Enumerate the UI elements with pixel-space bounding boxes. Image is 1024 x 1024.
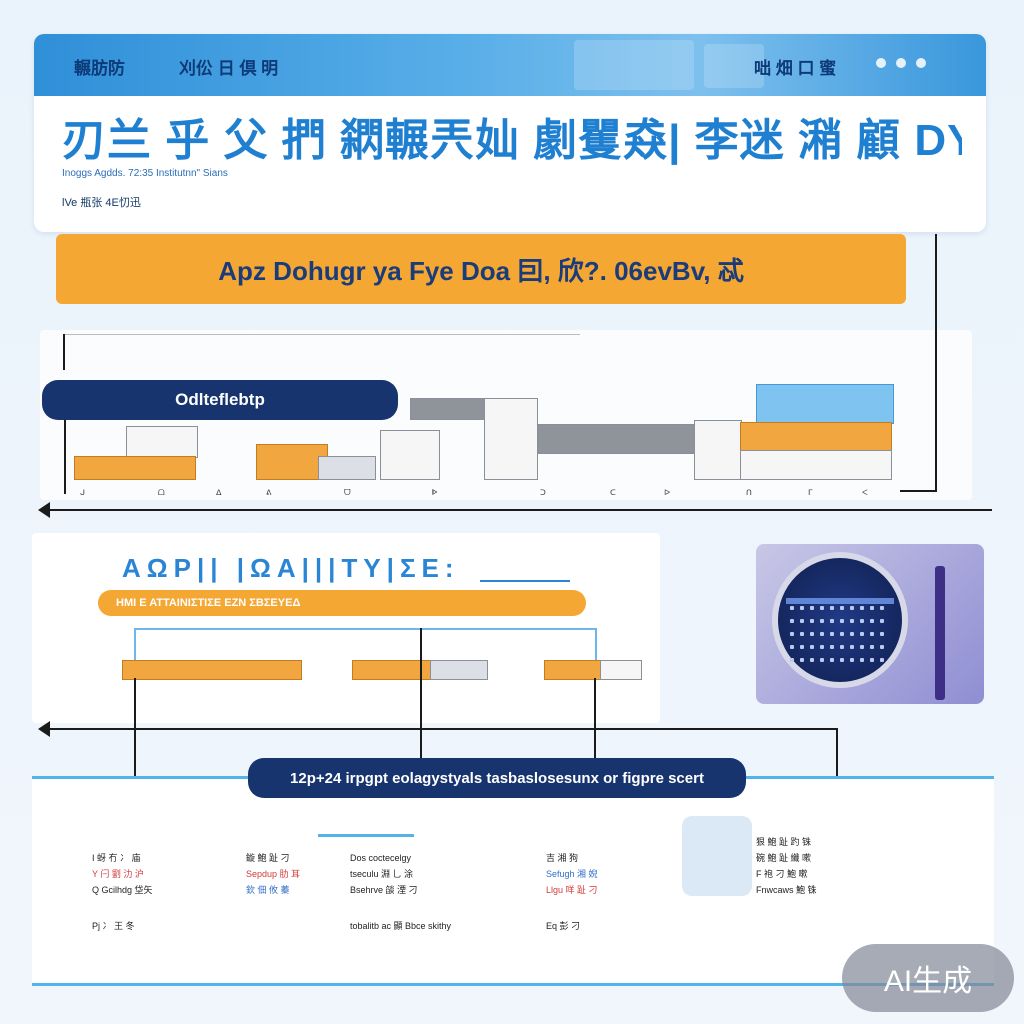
left-vertical-line	[64, 414, 66, 494]
top-right-label: 咄 畑 口 蜜	[754, 59, 837, 78]
column-line: 吉 湘 狗	[546, 853, 579, 863]
application-module	[600, 660, 642, 680]
headline-banner: Apz Dohugr ya Fye Doa 囙, 欣?. 06evBv, 忒	[56, 234, 906, 304]
station-label: ᒥ	[808, 488, 813, 497]
column-line: 狠 鮑 趾 趵 铢	[756, 837, 812, 847]
connector-drop-line	[594, 678, 596, 818]
arrow-left-icon	[38, 721, 50, 737]
machine-unit	[318, 456, 376, 480]
right-connector-line	[900, 490, 937, 492]
machine-unit	[256, 444, 328, 480]
station-label: ᐅ	[664, 488, 671, 497]
station-label: ᑎ	[746, 488, 752, 497]
bracket-line	[134, 628, 596, 630]
column-line: Sefugh 湘 婗	[546, 869, 598, 879]
connector-arrow-line	[48, 728, 838, 730]
arrow-left-icon	[38, 502, 50, 518]
column-line: Dos coctecelgy	[350, 853, 412, 863]
column-footer: Eq 彭 刁	[546, 921, 581, 931]
column-footer: tobalitb ac 顯 Bbce skithy	[350, 921, 452, 931]
machine-tower	[484, 398, 538, 480]
output-column-3: Dos coctecelgy tseculu 淵 乚 涂 Bsehrve 燄 湮…	[350, 850, 451, 934]
header-decoration	[574, 40, 694, 90]
station-label: ᑐ	[540, 488, 546, 497]
output-label-pill: 12p+24 irpgpt eolagystyals tasbaslosesun…	[248, 758, 746, 798]
header-panel: 輾肪防 刈伀 日 倶 明 咄 畑 口 蜜 刃兰 乎 父 捫 閷輾兲奾 劇矍猋| …	[34, 34, 986, 232]
subtitle: Inoggs Agdds. 72:35 Institutnn" Sians	[62, 168, 228, 179]
device-dial	[772, 552, 908, 688]
column-line: F 袍 刁 鮑 嗽	[756, 869, 808, 879]
output-column-1: I 蚜 冇 冫 庙 Y 闩 劉 氻 沪 Q Gcilhdg 垈矢 Pj 冫 王 …	[92, 850, 153, 934]
column-line: Q Gcilhdg 垈矢	[92, 885, 153, 895]
machine-press	[538, 424, 696, 454]
header-decoration	[704, 44, 764, 88]
device-slot	[935, 566, 945, 700]
output-panel	[32, 776, 994, 986]
top-center-label: 刈伀 日 倶 明	[179, 59, 279, 78]
application-module	[544, 660, 602, 680]
right-vertical-line	[935, 234, 937, 492]
column-line: Bsehrve 燄 湮 刁	[350, 885, 418, 895]
column-line: Fnwcaws 鮑 铢	[756, 885, 817, 895]
header-bar: 輾肪防 刈伀 日 倶 明 咄 畑 口 蜜	[34, 34, 986, 96]
application-module	[430, 660, 488, 680]
column-line: Llgu 咩 趾 刁	[546, 885, 598, 895]
header-dots	[876, 58, 926, 68]
station-label: ᐈ	[432, 488, 438, 497]
machine-canopy	[756, 384, 894, 424]
station-label: ᗝ	[158, 488, 165, 497]
column-line: Y 闩 劉 氻 沪	[92, 869, 144, 879]
machine-frame	[126, 426, 198, 458]
application-title: ΑΩΡ|| |ΩΑ|||ΤΥ|ΣΕ:	[122, 553, 460, 583]
ai-generated-badge: AI生成	[842, 944, 1014, 1012]
station-label: ᐸ	[862, 488, 868, 497]
station-label: ᒍ	[80, 488, 86, 497]
station-label: ᗜ	[344, 488, 351, 497]
column-line: 欽 佃 攸 蓁	[246, 885, 290, 895]
column-line: 鏇 鮑 趾 刁	[246, 853, 290, 863]
column-line: tseculu 淵 乚 涂	[350, 869, 414, 879]
column-line: Sepdup 肋 耳	[246, 869, 301, 879]
output-column-4: 吉 湘 狗 Sefugh 湘 婗 Llgu 咩 趾 刁 Eq 彭 刁	[546, 850, 598, 934]
column-line: I 蚜 冇 冫 庙	[92, 853, 141, 863]
application-module	[122, 660, 302, 680]
process-baseline-arrow	[46, 509, 992, 511]
title-underline	[480, 580, 570, 582]
side-card	[682, 816, 752, 896]
station-label: ᐃ	[216, 488, 222, 497]
output-column-5: 狠 鮑 趾 趵 铢 碗 鮑 趾 纖 嗽 F 袍 刁 鮑 嗽 Fnwcaws 鮑 …	[756, 834, 817, 898]
machine-housing	[694, 420, 742, 480]
output-column-2: 鏇 鮑 趾 刁 Sepdup 肋 耳 欽 佃 攸 蓁	[246, 850, 300, 898]
connector-drop-line	[420, 628, 422, 818]
device-keypad	[790, 606, 890, 668]
connector-drop-line	[134, 678, 136, 798]
machine-output-unit	[740, 422, 892, 452]
machine-base	[740, 450, 892, 480]
process-label-pill: Odlteflebtp	[42, 380, 398, 420]
top-left-label: 輾肪防	[74, 59, 125, 78]
station-label: ᕕ	[266, 488, 272, 497]
station-label: ᑕ	[610, 488, 616, 497]
bracket-line	[595, 628, 597, 662]
bracket-line	[134, 628, 136, 662]
left-drop-line	[63, 334, 65, 370]
column-line: 碗 鮑 趾 纖 嗽	[756, 853, 812, 863]
accent-dash	[318, 834, 414, 837]
machine-housing	[380, 430, 440, 480]
application-subtitle-pill: ΗΜΙ Ε ΑΤΤΑΙΝΙΣΤΙΣΕ ΕΖΝ ΣΒΣΕΥΕΔ	[98, 590, 586, 616]
caption: lVe 瓶张 4E忉迅	[62, 197, 141, 209]
dashed-guide-line	[64, 334, 580, 335]
page-title: 刃兰 乎 父 捫 閷輾兲奾 劇矍猋| 李迷 潲 顧 DY	[62, 116, 962, 165]
device-indicator-bar	[786, 598, 894, 604]
machine-conveyor	[74, 456, 196, 480]
column-footer: Pj 冫 王 冬	[92, 921, 135, 931]
connector-drop-line	[836, 728, 838, 802]
